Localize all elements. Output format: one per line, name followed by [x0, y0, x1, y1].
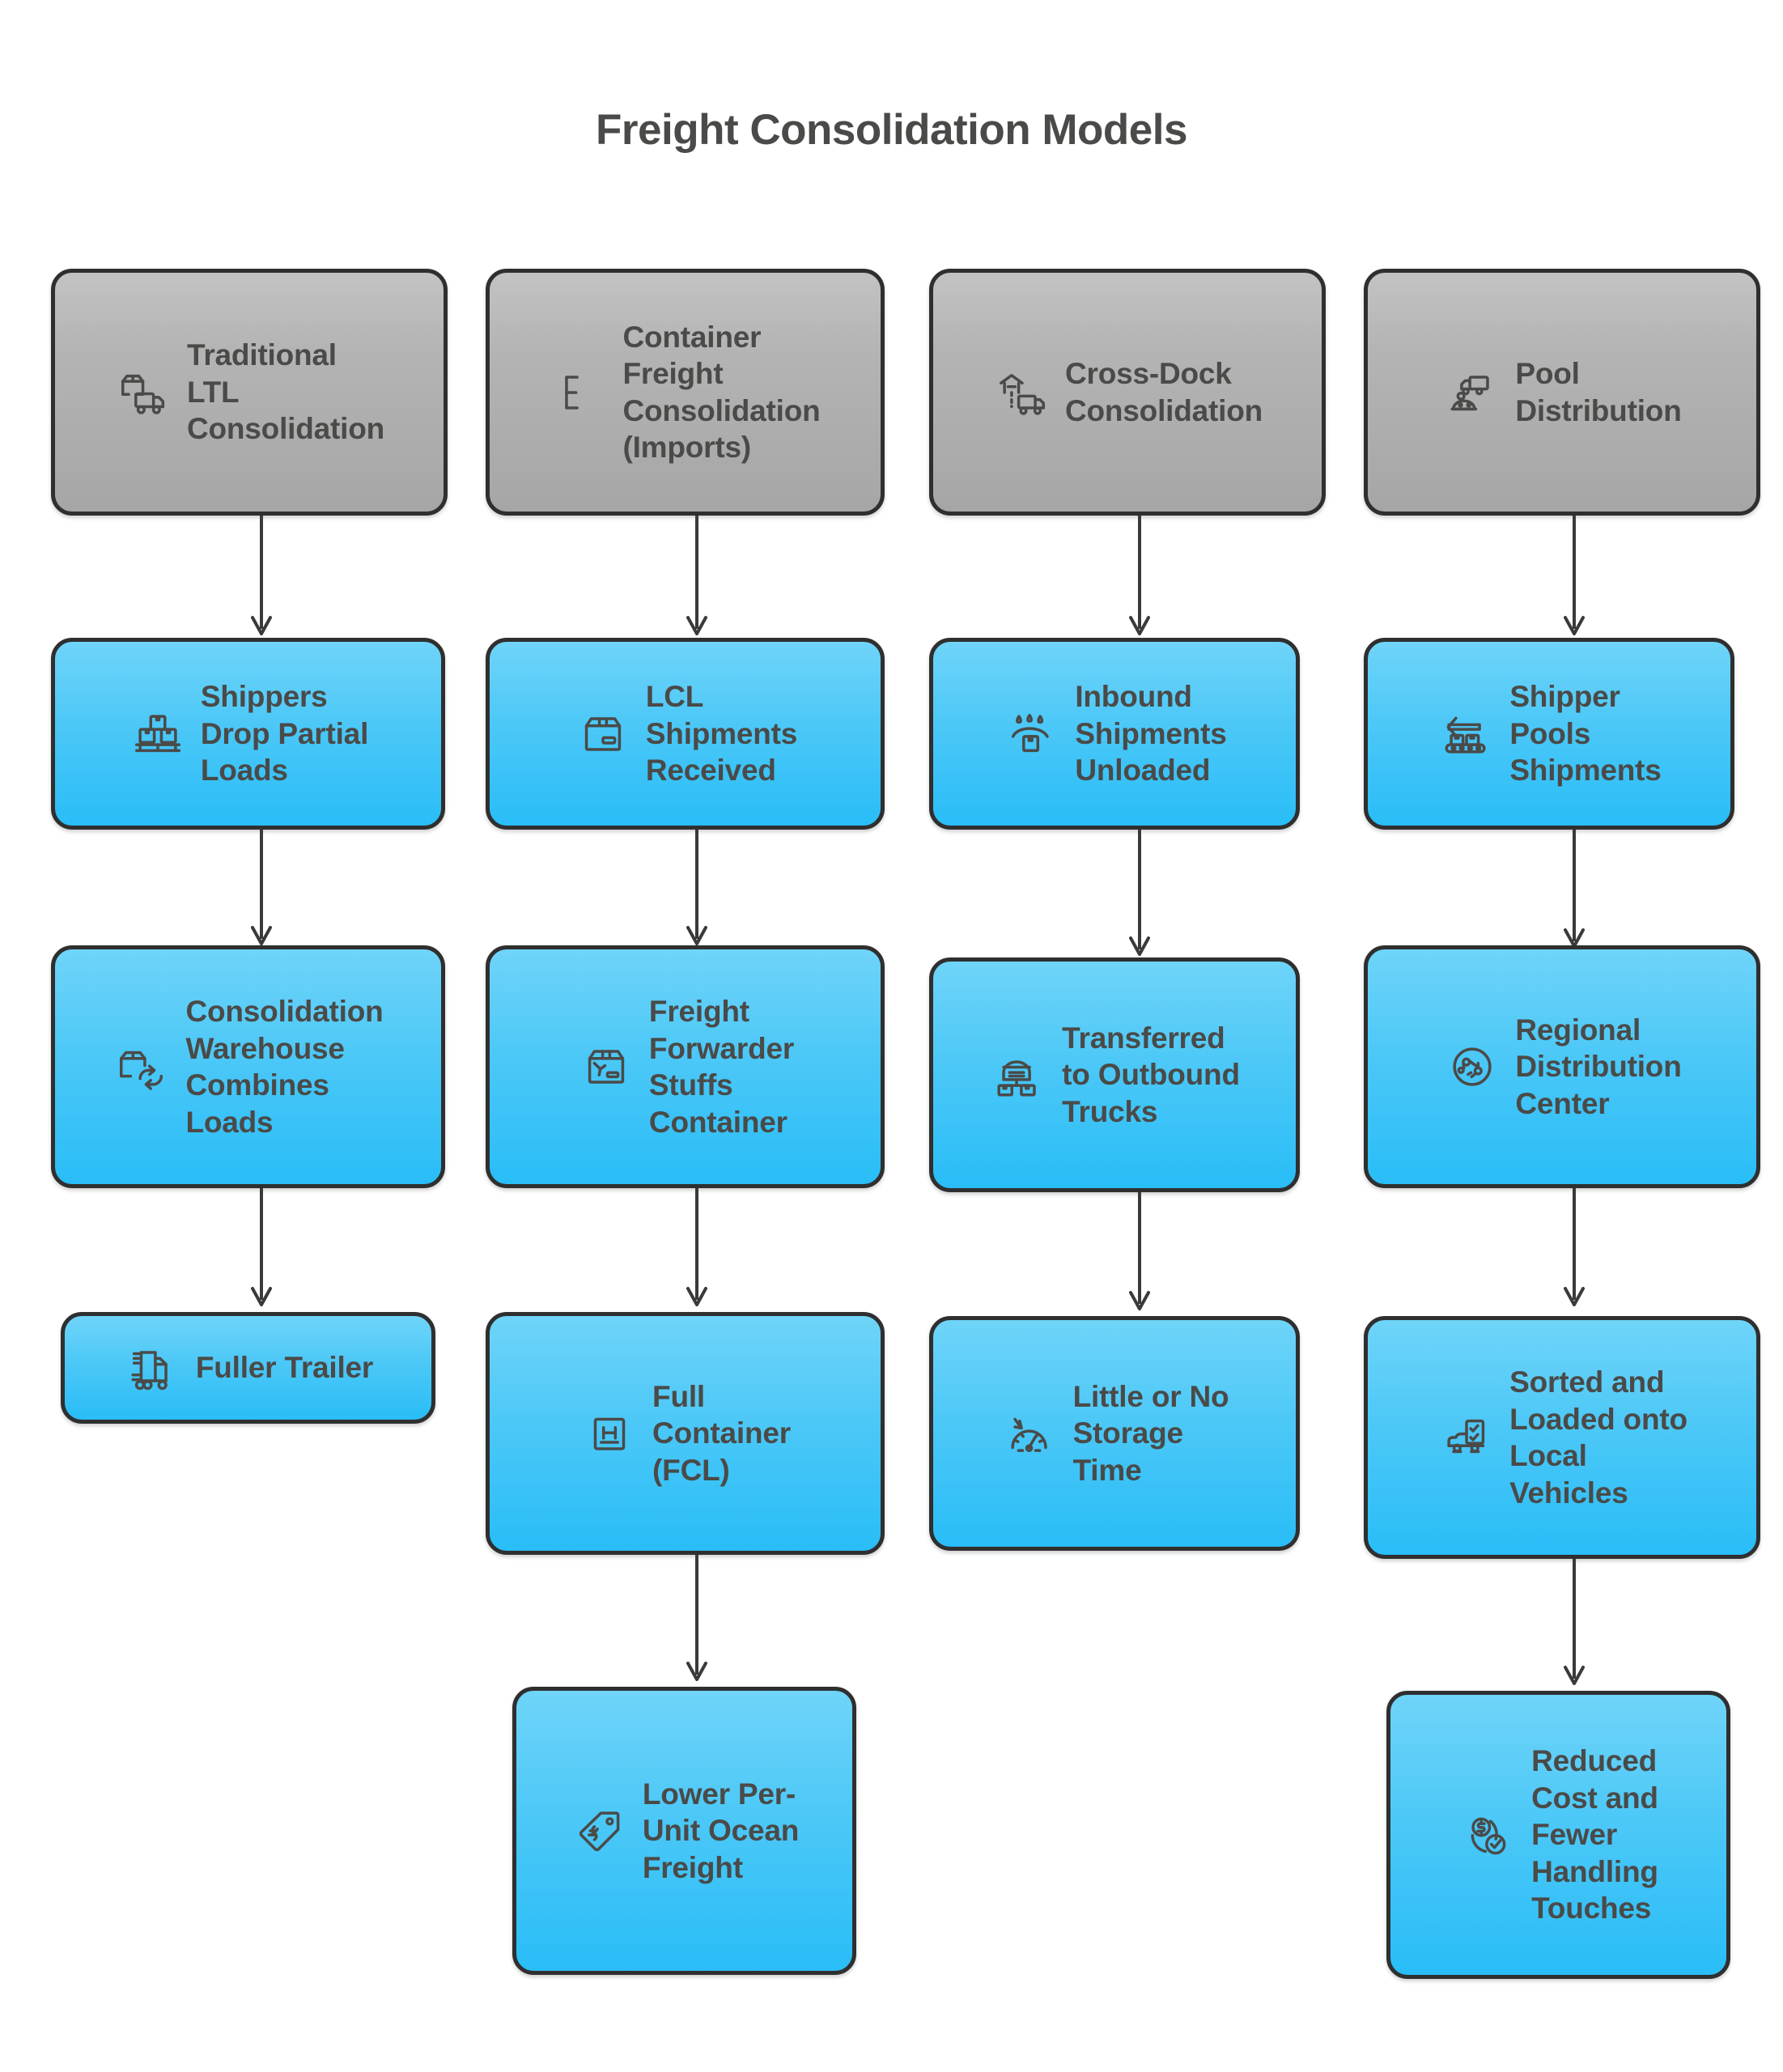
- step-node-label: Full Container (FCL): [652, 1379, 791, 1487]
- step-node-label: Lower Per- Unit Ocean Freight: [642, 1777, 800, 1884]
- connector-0-1: [249, 830, 274, 951]
- step-node-transferred-to-outbound-trucks[interactable]: Transferred to Outbound Trucks: [929, 957, 1300, 1192]
- step-node-fuller-trailer[interactable]: Fuller Trailer: [61, 1312, 435, 1424]
- price-tag-icon: [570, 1801, 630, 1861]
- connector-0-0: [249, 516, 274, 637]
- gauge-down-icon: [1000, 1403, 1060, 1463]
- step-node-little-or-no-storage-time[interactable]: Little or No Storage Time: [929, 1316, 1300, 1551]
- connector-1-0: [685, 516, 709, 637]
- globe-network-icon: [1442, 1037, 1502, 1097]
- pallet-boxes-icon: [128, 704, 188, 764]
- connector-2-1: [1127, 830, 1152, 959]
- step-node-label: LCL Shipments Received: [645, 680, 798, 788]
- header-node-pool-distribution[interactable]: Pool Distribution: [1364, 269, 1760, 516]
- connector-2-2: [1127, 1192, 1152, 1314]
- connector-1-3: [685, 1555, 709, 1684]
- warehouse-distribution-icon: [989, 1045, 1049, 1105]
- step-node-label: Transferred to Outbound Trucks: [1062, 1021, 1240, 1128]
- step-node-label: Little or No Storage Time: [1072, 1379, 1229, 1487]
- step-node-reduced-cost-and-fewer-handling-touches[interactable]: Reduced Cost and Fewer Handling Touches: [1386, 1691, 1730, 1979]
- step-node-shipper-pools-shipments[interactable]: Shipper Pools Shipments: [1364, 638, 1734, 830]
- bracket-container-icon: [550, 363, 609, 422]
- connector-2-0: [1127, 516, 1152, 637]
- step-node-label: Consolidation Warehouse Combines Loads: [185, 995, 384, 1139]
- connector-1-2: [685, 1188, 709, 1310]
- step-node-label: Shipper Pools Shipments: [1509, 680, 1662, 788]
- connector-0-2: [249, 1188, 274, 1310]
- header-node-container-freight[interactable]: Container Freight Consolidation (Imports…: [486, 269, 885, 516]
- connector-3-1: [1562, 830, 1586, 951]
- connector-3-2: [1562, 1188, 1586, 1310]
- vehicle-checklist-icon: [1437, 1408, 1496, 1467]
- step-node-shippers-drop-partial-loads[interactable]: Shippers Drop Partial Loads: [51, 638, 445, 830]
- step-node-label: Shippers Drop Partial Loads: [200, 680, 369, 788]
- conveyor-arrow-icon: [1437, 704, 1496, 764]
- box-recycle-icon: [112, 1037, 172, 1097]
- step-node-full-container-fcl[interactable]: Full Container (FCL): [486, 1312, 885, 1555]
- box-truck-icon: [114, 363, 174, 422]
- connector-3-0: [1562, 516, 1586, 637]
- step-node-lcl-shipments-received[interactable]: LCL Shipments Received: [486, 638, 885, 830]
- header-node-label: Traditional LTL Consolidation: [186, 338, 385, 446]
- truck-dome-icon: [1442, 363, 1502, 422]
- step-node-label: Regional Distribution Center: [1515, 1013, 1682, 1120]
- step-node-label: Sorted and Loaded onto Local Vehicles: [1509, 1365, 1687, 1509]
- box-umbrella-icon: [1002, 704, 1062, 764]
- step-node-sorted-and-loaded-onto-local-vehicles[interactable]: Sorted and Loaded onto Local Vehicles: [1364, 1316, 1760, 1559]
- step-node-label: Inbound Shipments Unloaded: [1075, 680, 1227, 788]
- step-node-label: Freight Forwarder Stuffs Container: [648, 995, 795, 1139]
- step-node-regional-distribution-center[interactable]: Regional Distribution Center: [1364, 945, 1760, 1188]
- header-node-label: Cross-Dock Consolidation: [1064, 357, 1263, 427]
- step-node-lower-per-unit-ocean-freight[interactable]: Lower Per- Unit Ocean Freight: [512, 1687, 856, 1975]
- header-node-label: Container Freight Consolidation (Imports…: [622, 320, 821, 465]
- dollar-check-icon: [1458, 1805, 1518, 1865]
- stuffed-box-icon: [576, 1037, 636, 1097]
- container-h-icon: [579, 1403, 639, 1463]
- step-node-label: Fuller Trailer: [195, 1351, 374, 1385]
- semi-truck-icon: [123, 1338, 183, 1398]
- step-node-label: Reduced Cost and Fewer Handling Touches: [1531, 1744, 1658, 1926]
- warehouse-truck-icon: [992, 363, 1052, 422]
- header-node-label: Pool Distribution: [1515, 357, 1682, 427]
- step-node-inbound-shipments-unloaded[interactable]: Inbound Shipments Unloaded: [929, 638, 1300, 830]
- page-title: Freight Consolidation Models: [596, 106, 1187, 154]
- step-node-freight-forwarder-stuffs-container[interactable]: Freight Forwarder Stuffs Container: [486, 945, 885, 1188]
- step-node-consolidation-warehouse-combines-loads[interactable]: Consolidation Warehouse Combines Loads: [51, 945, 445, 1188]
- package-box-icon: [573, 704, 633, 764]
- header-node-traditional-ltl[interactable]: Traditional LTL Consolidation: [51, 269, 448, 516]
- connector-3-3: [1562, 1559, 1586, 1688]
- header-node-cross-dock[interactable]: Cross-Dock Consolidation: [929, 269, 1326, 516]
- connector-1-1: [685, 830, 709, 951]
